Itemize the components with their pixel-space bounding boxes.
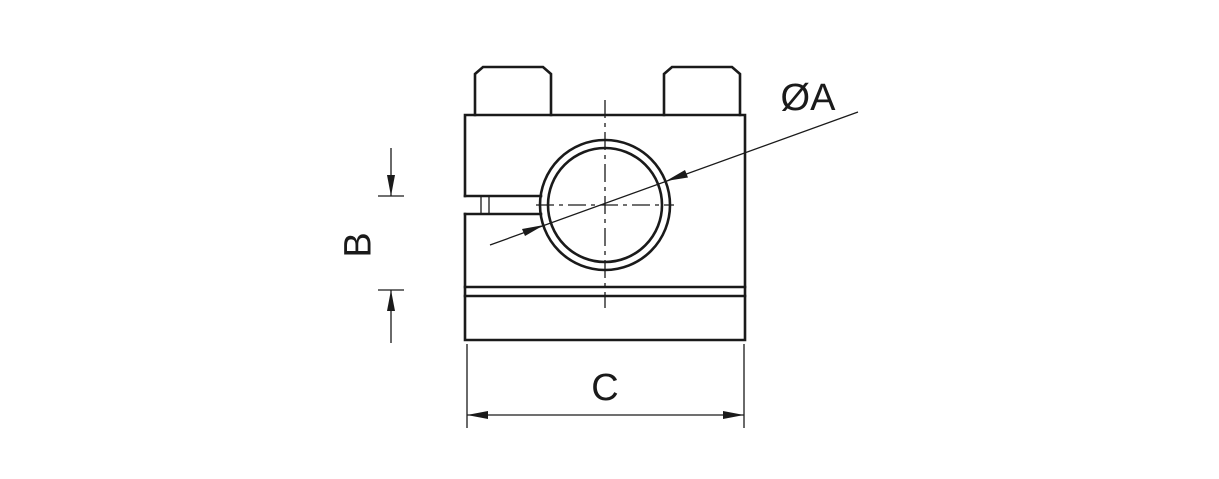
clamp-slot: [463, 194, 543, 216]
slot-detail-lines: [480, 196, 490, 214]
dim-b-bottom-arrow: [387, 290, 395, 311]
dim-a-lower-arrow: [522, 225, 544, 236]
dim-c-lines: [466, 344, 745, 428]
dim-c-right-arrow: [723, 411, 744, 419]
annotation-lines: [378, 100, 859, 428]
label-diameter-a: ØA: [781, 77, 837, 119]
label-c: C: [591, 367, 618, 409]
label-b: B: [337, 232, 379, 257]
right-bolt: [662, 65, 742, 117]
dim-b-top-arrow: [387, 175, 395, 196]
arrowheads: [387, 170, 744, 419]
left-bolt: [473, 65, 553, 117]
dim-c-left-arrow: [467, 411, 488, 419]
dim-a-upper-arrow: [666, 170, 688, 181]
